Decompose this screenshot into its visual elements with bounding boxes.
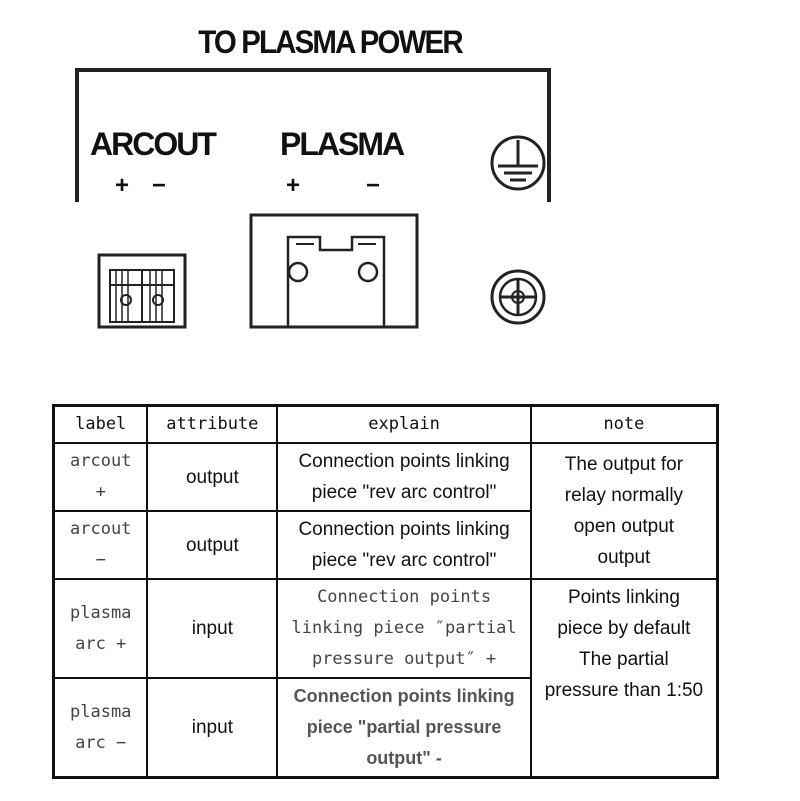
row-label-line: arc −	[75, 732, 127, 753]
row-label-line: arcout	[70, 519, 132, 539]
row-label-line: −	[95, 550, 106, 570]
note-line: The partial	[579, 649, 669, 670]
header-explain: explain	[276, 404, 532, 444]
plasma-connector	[249, 213, 419, 329]
ground-screw-icon	[490, 269, 546, 325]
arcout-plus-sign: +	[115, 172, 130, 199]
row-label: arcout +	[52, 442, 149, 512]
row-attribute: input	[146, 578, 279, 679]
row-explain: Connection points linking piece ″partial…	[276, 578, 532, 679]
ground-icon	[490, 135, 546, 191]
header-attribute: attribute	[146, 404, 279, 444]
note-line: output	[597, 547, 651, 568]
row-explain-line: linking piece ″partial	[291, 618, 517, 638]
row-label: arcout −	[52, 510, 149, 580]
arcout-terminal-block	[97, 253, 187, 329]
note-line: Points linking	[567, 587, 680, 608]
row-attribute: input	[146, 677, 279, 779]
note-input: Points linking piece by default The part…	[529, 578, 719, 779]
row-explain-line: Connection points linking	[298, 519, 510, 540]
table-row: plasma arc − input Connection points lin…	[52, 677, 718, 779]
note-line: The output for	[564, 454, 684, 475]
row-label: plasma arc −	[52, 677, 149, 779]
row-label-line: plasma	[70, 701, 132, 722]
row-explain-line: Connection points	[317, 587, 492, 607]
table-row: plasma arc + input Connection points lin…	[52, 578, 719, 779]
diagram-parts	[97, 135, 546, 329]
table-row: arcout + output Connection points linkin…	[52, 442, 719, 580]
header-label: label	[52, 404, 149, 444]
note-line: relay normally	[564, 485, 684, 506]
row-explain-line: Connection points linking	[293, 686, 515, 706]
row-label-line: arcout	[70, 451, 132, 471]
row-explain: Connection points linking piece "rev arc…	[276, 510, 532, 580]
note-line: pressure than 1:50	[544, 680, 704, 701]
plasma-minus-sign: −	[366, 172, 381, 199]
row-explain: Connection points linking piece "rev arc…	[276, 442, 532, 512]
row-explain-line: Connection points linking	[298, 451, 510, 472]
row-explain-line: pressure output″ +	[311, 649, 497, 669]
plasma-label: PLASMA	[280, 126, 405, 162]
row-label-line: arc +	[75, 633, 127, 654]
plasma-plus-sign: +	[286, 172, 301, 199]
row-explain: Connection points linking piece "partial…	[276, 677, 532, 779]
row-attribute: output	[146, 442, 279, 512]
arcout-label: ARCOUT	[90, 126, 217, 162]
row-attribute: output	[146, 510, 279, 580]
diagram-title: TO PLASMA POWER	[198, 24, 463, 60]
table-header-row: label attribute explain note	[52, 404, 719, 444]
terminal-spec-table: label attribute explain note arcout + ou…	[52, 404, 719, 779]
row-explain-line: piece "rev arc control"	[311, 482, 497, 503]
row-explain-line: output" -	[366, 748, 442, 768]
row-explain-line: piece "partial pressure	[306, 717, 502, 737]
row-label: plasma arc +	[52, 578, 149, 679]
arcout-minus-sign: −	[152, 172, 167, 199]
note-line: open output	[573, 516, 675, 537]
power-bracket	[75, 68, 551, 202]
note-line: piece by default	[557, 618, 691, 639]
header-note: note	[529, 404, 719, 444]
row-label-line: plasma	[70, 602, 132, 623]
table-row: arcout − output Connection points linkin…	[52, 510, 718, 580]
note-output: The output for relay normally open outpu…	[529, 442, 719, 580]
row-label-line: +	[95, 482, 106, 502]
row-explain-line: piece "rev arc control"	[311, 550, 497, 571]
